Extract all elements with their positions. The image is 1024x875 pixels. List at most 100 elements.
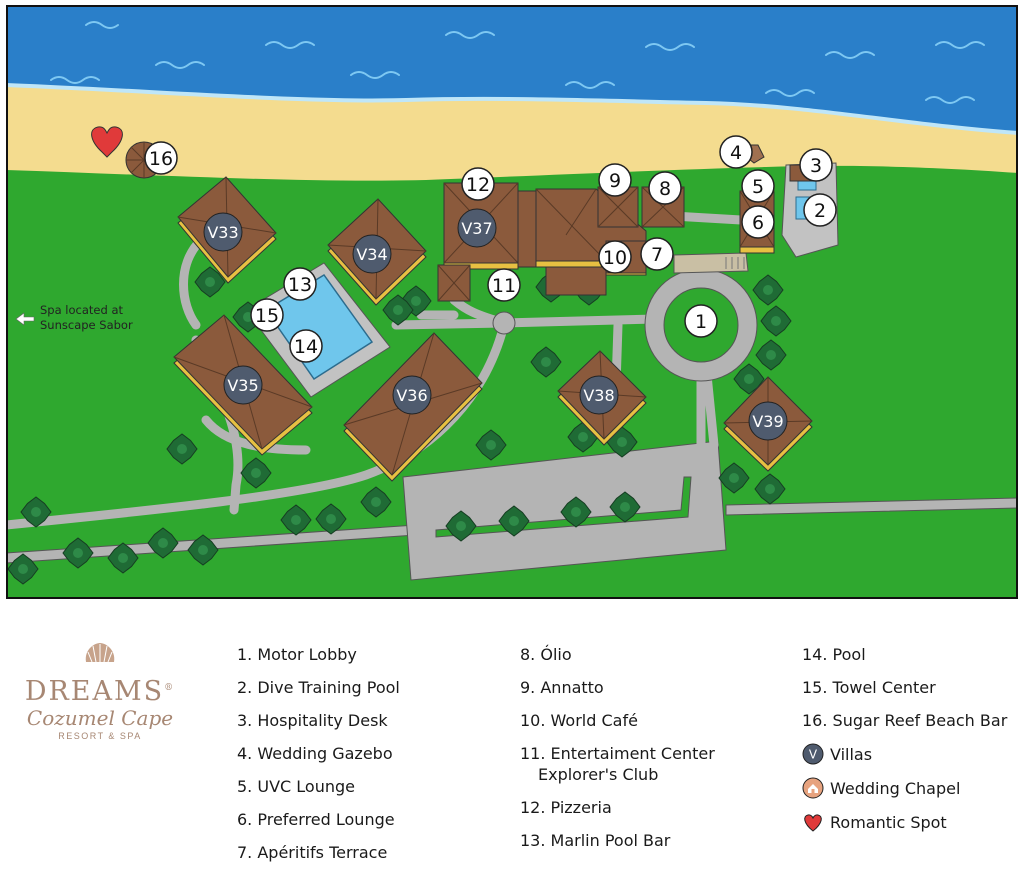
legend-chapel-label: Wedding Chapel <box>830 778 961 798</box>
poi-marker-number: 9 <box>609 170 621 192</box>
villa-marker-v37[interactable]: V37 <box>457 208 497 248</box>
poi-marker-circle <box>598 163 632 197</box>
poi-marker-number: 12 <box>466 174 490 196</box>
tree-icon <box>20 496 52 528</box>
poi-marker-circle <box>250 298 284 332</box>
villa-marker-label: V34 <box>356 245 387 264</box>
villa-marker-v39[interactable]: V39 <box>748 401 788 441</box>
poi-marker-6[interactable]: 6 <box>741 205 775 239</box>
villa-marker-v36[interactable]: V36 <box>392 375 432 415</box>
tree-icon <box>240 457 272 489</box>
villa-marker-circle <box>748 401 788 441</box>
poi-marker-circle <box>289 329 323 363</box>
villa-marker-circle <box>392 375 432 415</box>
poi-marker-circle <box>487 268 521 302</box>
tree-icon <box>718 462 750 494</box>
main-pool-area <box>245 262 391 398</box>
tree-icon <box>187 534 219 566</box>
villa-marker-circle <box>579 375 619 415</box>
villa-badge-icon: V <box>802 743 824 765</box>
villa-marker-v38[interactable]: V38 <box>579 375 619 415</box>
villa-marker-v35[interactable]: V35 <box>223 365 263 405</box>
villa-marker-v34[interactable]: V34 <box>352 234 392 274</box>
poi-marker-3[interactable]: 3 <box>799 148 833 182</box>
spa-note-line1: Spa located at <box>40 303 123 317</box>
legend-item-entertainment: 11. Entertaiment Center Explorer's Club <box>520 743 715 785</box>
poi-marker-number: 16 <box>149 148 173 170</box>
poi-marker-number: 2 <box>814 200 826 222</box>
legend-item: 1. Motor Lobby <box>237 645 357 664</box>
poi-marker-number: 1 <box>695 311 707 333</box>
legend-item: 15. Towel Center <box>802 678 936 697</box>
legend-item: 5. UVC Lounge <box>237 777 355 796</box>
legend-item: 2. Dive Training Pool <box>237 678 400 697</box>
poi-marker-number: 13 <box>288 274 312 296</box>
poi-marker-circle <box>283 267 317 301</box>
tree-icon <box>166 433 198 465</box>
poi-marker-circle <box>803 193 837 227</box>
poi-marker-circle <box>598 240 632 274</box>
legend-item: 9. Annatto <box>520 678 604 697</box>
legend-item-line1: 11. Entertaiment Center <box>520 744 715 763</box>
poi-marker-circle <box>799 148 833 182</box>
villa-marker-circle <box>223 365 263 405</box>
tree-icon <box>498 505 530 537</box>
poi-marker-15[interactable]: 15 <box>250 298 284 332</box>
spa-note-line2: Sunscape Sabor <box>40 318 133 332</box>
legend-item-line2: Explorer's Club <box>538 765 659 784</box>
legend-chapel: Wedding Chapel <box>802 777 1007 799</box>
legend-villas-label: Villas <box>830 744 873 764</box>
beach-sand <box>6 85 1018 181</box>
villa-marker-label: V33 <box>207 223 238 242</box>
poi-marker-10[interactable]: 10 <box>598 240 632 274</box>
poi-marker-9[interactable]: 9 <box>598 163 632 197</box>
legend-item: 10. World Café <box>520 711 638 730</box>
legend-item: 13. Marlin Pool Bar <box>520 831 671 850</box>
villa-marker-circle <box>457 208 497 248</box>
poi-marker-2[interactable]: 2 <box>803 193 837 227</box>
poi-marker-number: 3 <box>810 155 822 177</box>
poi-marker-14[interactable]: 14 <box>289 329 323 363</box>
terrace-deck <box>673 252 749 274</box>
poi-marker-circle <box>684 304 718 338</box>
logo-tagline: RESORT & SPA <box>58 731 142 741</box>
sea <box>6 5 1018 133</box>
romantic-spot-heart-icon[interactable] <box>91 126 123 158</box>
tree-icon <box>62 537 94 569</box>
poi-marker-7[interactable]: 7 <box>640 237 674 271</box>
villa-v37-main-building <box>437 182 685 302</box>
tree-icon <box>7 553 39 585</box>
poi-marker-circle <box>640 237 674 271</box>
tree-icon <box>530 346 562 378</box>
poi-marker-11[interactable]: 11 <box>487 268 521 302</box>
legend-item: 3. Hospitality Desk <box>237 711 388 730</box>
waves <box>50 21 985 104</box>
poi-marker-4[interactable]: 4 <box>719 135 753 169</box>
poi-marker-8[interactable]: 8 <box>648 171 682 205</box>
poi-marker-circle <box>741 205 775 239</box>
poi-marker-12[interactable]: 12 <box>461 167 495 201</box>
legend-item: 4. Wedding Gazebo <box>237 744 393 763</box>
poi-marker-number: 14 <box>294 336 318 358</box>
poi-marker-circle <box>144 141 178 175</box>
tree-icon <box>475 429 507 461</box>
logo-brand-text: DREAMS <box>24 676 165 707</box>
map-canvas: Spa located at Sunscape Sabor 1234567891… <box>6 5 1018 599</box>
tree-icon <box>445 510 477 542</box>
villa-marker-circle <box>203 212 243 252</box>
poi-marker-1[interactable]: 1 <box>684 304 718 338</box>
poi-marker-13[interactable]: 13 <box>283 267 317 301</box>
villa-marker-label: V38 <box>583 386 614 405</box>
logo-registered-mark: ® <box>164 683 176 693</box>
tree-icon <box>280 504 312 536</box>
poi-marker-5[interactable]: 5 <box>741 169 775 203</box>
poi-marker-16[interactable]: 16 <box>144 141 178 175</box>
tree-icon <box>360 486 392 518</box>
villa-marker-label: V35 <box>227 376 258 395</box>
dreams-logo: DREAMS® Cozumel Cape RESORT & SPA <box>0 640 200 760</box>
tree-icon <box>733 363 765 395</box>
arrow-left-icon <box>15 312 35 326</box>
villa-marker-v33[interactable]: V33 <box>203 212 243 252</box>
